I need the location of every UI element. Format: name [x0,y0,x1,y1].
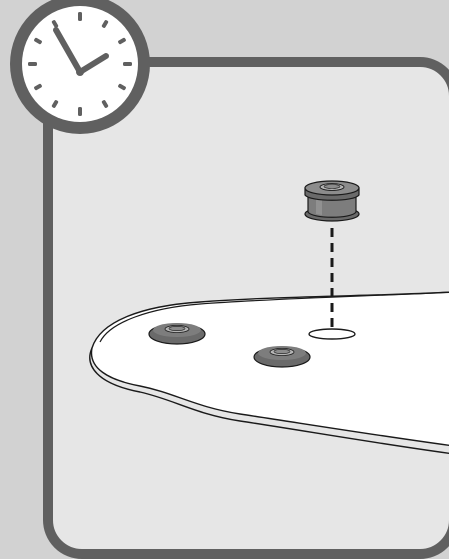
floating-grommet [304,180,360,222]
clock-hour-hand [53,27,83,75]
installed-grommet-2 [253,346,311,368]
clock-hour-marks [28,12,132,116]
target-hole [308,328,356,340]
clock-minute-hand [77,53,109,75]
installed-grommet-1 [148,323,206,345]
clock-icon [10,0,150,134]
